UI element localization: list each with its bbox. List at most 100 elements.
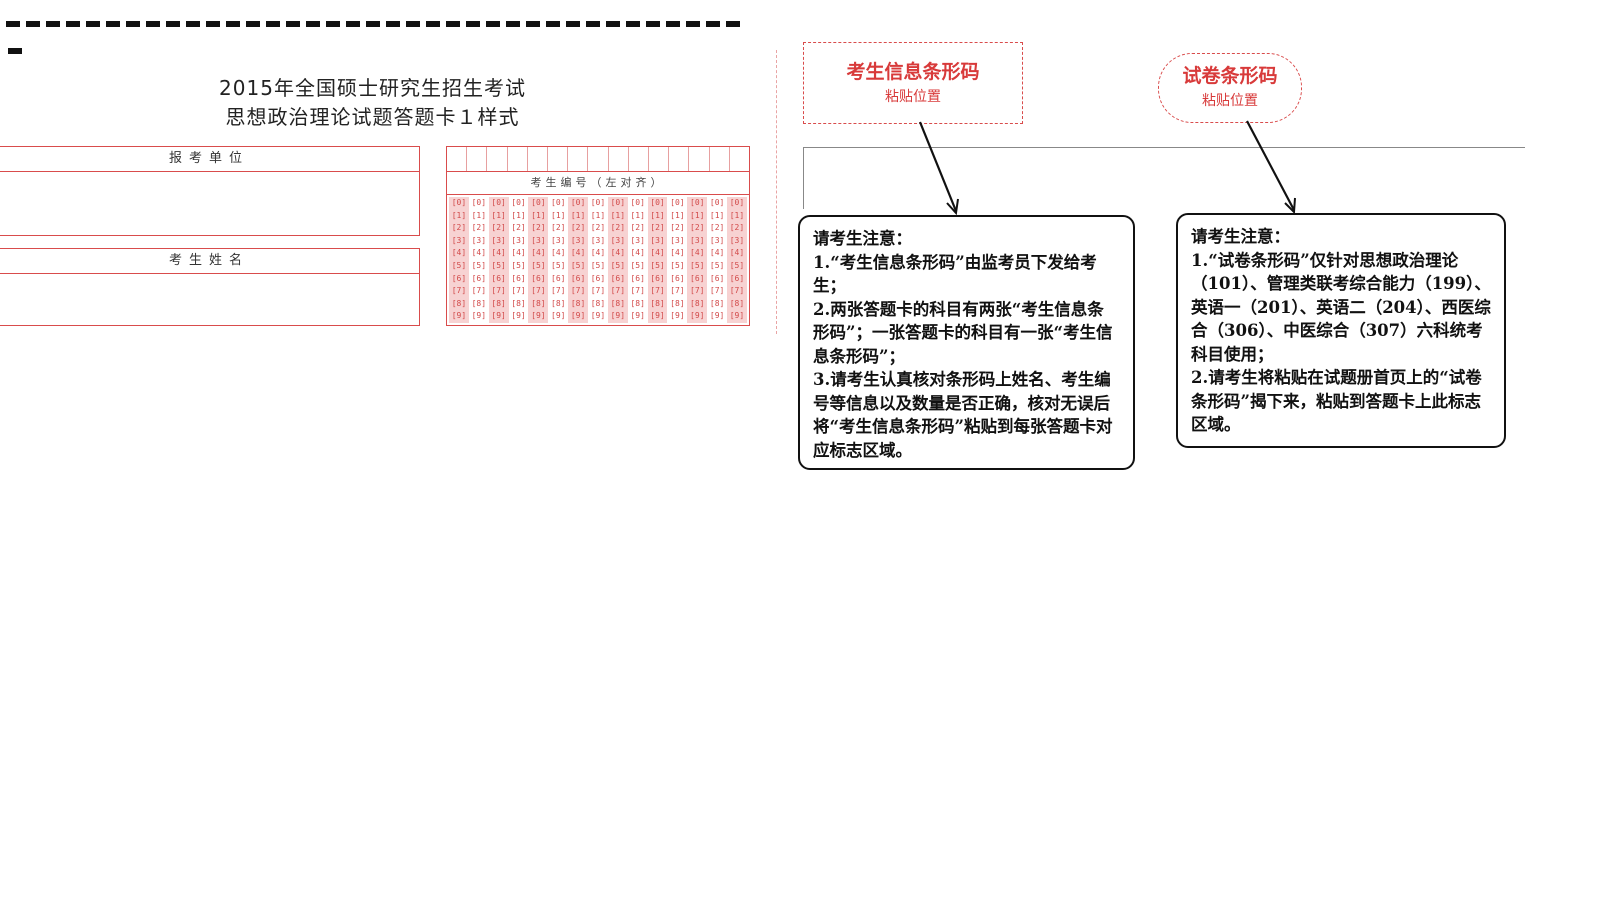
id-digit-cell[interactable]: [689, 147, 710, 171]
id-bubble[interactable]: [6]: [531, 273, 546, 283]
id-bubble[interactable]: [9]: [729, 311, 745, 321]
id-bubble[interactable]: [7]: [709, 286, 725, 296]
id-bubble[interactable]: [1]: [670, 210, 685, 220]
id-bubble[interactable]: [8]: [590, 298, 606, 308]
id-bubble[interactable]: [0]: [471, 198, 487, 207]
id-bubble[interactable]: [7]: [650, 286, 665, 296]
id-bubble[interactable]: [8]: [471, 298, 487, 308]
id-bubble[interactable]: [7]: [491, 286, 506, 296]
id-bubble[interactable]: [4]: [729, 248, 745, 258]
id-bubble[interactable]: [0]: [590, 198, 606, 207]
id-digit-cell[interactable]: [447, 147, 468, 171]
id-bubble[interactable]: [3]: [690, 235, 705, 245]
id-bubble[interactable]: [9]: [551, 311, 566, 321]
id-bubble[interactable]: [5]: [650, 260, 665, 270]
id-bubble[interactable]: [5]: [709, 260, 725, 270]
id-bubble[interactable]: [6]: [590, 273, 606, 283]
id-bubble[interactable]: [4]: [511, 248, 526, 258]
id-bubble[interactable]: [5]: [610, 260, 626, 270]
id-bubble[interactable]: [7]: [551, 286, 566, 296]
id-digit-cell[interactable]: [467, 147, 488, 171]
id-bubble[interactable]: [0]: [670, 198, 685, 207]
id-bubble[interactable]: [2]: [570, 223, 586, 233]
id-bubble[interactable]: [6]: [610, 273, 626, 283]
id-bubble[interactable]: [1]: [570, 210, 586, 220]
id-bubble[interactable]: [2]: [709, 223, 725, 233]
id-bubble[interactable]: [6]: [709, 273, 725, 283]
id-bubble[interactable]: [2]: [491, 223, 506, 233]
id-bubble[interactable]: [3]: [729, 235, 745, 245]
id-bubble[interactable]: [8]: [729, 298, 745, 308]
id-bubble[interactable]: [5]: [531, 260, 546, 270]
id-bubble[interactable]: [1]: [551, 210, 566, 220]
id-bubble[interactable]: [1]: [511, 210, 526, 220]
id-bubble[interactable]: [8]: [451, 298, 467, 308]
id-bubble[interactable]: [9]: [590, 311, 606, 321]
id-bubble[interactable]: [9]: [709, 311, 725, 321]
id-bubble[interactable]: [9]: [471, 311, 487, 321]
id-digit-cell[interactable]: [649, 147, 670, 171]
id-bubble[interactable]: [5]: [570, 260, 586, 270]
id-bubble[interactable]: [4]: [551, 248, 566, 258]
id-bubble[interactable]: [0]: [551, 198, 566, 207]
id-bubble[interactable]: [9]: [630, 311, 645, 321]
id-bubble[interactable]: [1]: [471, 210, 487, 220]
id-bubble[interactable]: [8]: [531, 298, 546, 308]
id-bubble[interactable]: [9]: [570, 311, 586, 321]
id-bubble[interactable]: [6]: [729, 273, 745, 283]
id-bubble[interactable]: [2]: [670, 223, 685, 233]
id-bubble[interactable]: [5]: [551, 260, 566, 270]
id-bubble[interactable]: [4]: [531, 248, 546, 258]
id-bubble[interactable]: [7]: [630, 286, 645, 296]
id-bubble[interactable]: [7]: [670, 286, 685, 296]
id-bubble[interactable]: [0]: [729, 198, 745, 207]
id-bubble[interactable]: [0]: [451, 198, 467, 207]
id-bubble[interactable]: [1]: [491, 210, 506, 220]
id-bubble[interactable]: [3]: [709, 235, 725, 245]
id-bubble[interactable]: [7]: [511, 286, 526, 296]
id-bubble[interactable]: [2]: [630, 223, 645, 233]
id-bubble[interactable]: [3]: [491, 235, 506, 245]
id-bubble[interactable]: [4]: [650, 248, 665, 258]
id-bubble[interactable]: [1]: [630, 210, 645, 220]
id-bubble[interactable]: [1]: [650, 210, 665, 220]
id-bubble[interactable]: [8]: [650, 298, 665, 308]
id-bubble[interactable]: [4]: [491, 248, 506, 258]
id-bubble[interactable]: [3]: [471, 235, 487, 245]
application-unit-box[interactable]: 报考单位: [0, 146, 420, 236]
id-bubble[interactable]: [0]: [709, 198, 725, 207]
id-bubble[interactable]: [4]: [630, 248, 645, 258]
id-digit-cell[interactable]: [487, 147, 508, 171]
id-bubble[interactable]: [7]: [590, 286, 606, 296]
id-bubble[interactable]: [8]: [690, 298, 705, 308]
id-digit-cell[interactable]: [629, 147, 650, 171]
id-digit-cell[interactable]: [669, 147, 690, 171]
id-bubble[interactable]: [2]: [551, 223, 566, 233]
id-bubble[interactable]: [7]: [471, 286, 487, 296]
id-bubble[interactable]: [3]: [551, 235, 566, 245]
id-bubble[interactable]: [6]: [630, 273, 645, 283]
id-bubble[interactable]: [9]: [451, 311, 467, 321]
id-bubble[interactable]: [0]: [650, 198, 665, 207]
id-bubble[interactable]: [6]: [471, 273, 487, 283]
id-bubble[interactable]: [4]: [570, 248, 586, 258]
id-bubble[interactable]: [2]: [650, 223, 665, 233]
id-bubble[interactable]: [4]: [471, 248, 487, 258]
id-bubble[interactable]: [9]: [650, 311, 665, 321]
id-bubble[interactable]: [3]: [650, 235, 665, 245]
id-bubble[interactable]: [3]: [451, 235, 467, 245]
id-bubble[interactable]: [2]: [511, 223, 526, 233]
id-bubble[interactable]: [8]: [511, 298, 526, 308]
id-bubble[interactable]: [4]: [451, 248, 467, 258]
id-bubble[interactable]: [3]: [570, 235, 586, 245]
id-bubble[interactable]: [5]: [670, 260, 685, 270]
id-bubble[interactable]: [6]: [491, 273, 506, 283]
id-digit-cell[interactable]: [508, 147, 528, 171]
id-bubble[interactable]: [6]: [670, 273, 685, 283]
id-bubble[interactable]: [9]: [531, 311, 546, 321]
id-bubble[interactable]: [5]: [491, 260, 506, 270]
id-bubble[interactable]: [3]: [610, 235, 626, 245]
id-bubble[interactable]: [2]: [610, 223, 626, 233]
id-bubble[interactable]: [5]: [690, 260, 705, 270]
id-digit-cell[interactable]: [528, 147, 549, 171]
